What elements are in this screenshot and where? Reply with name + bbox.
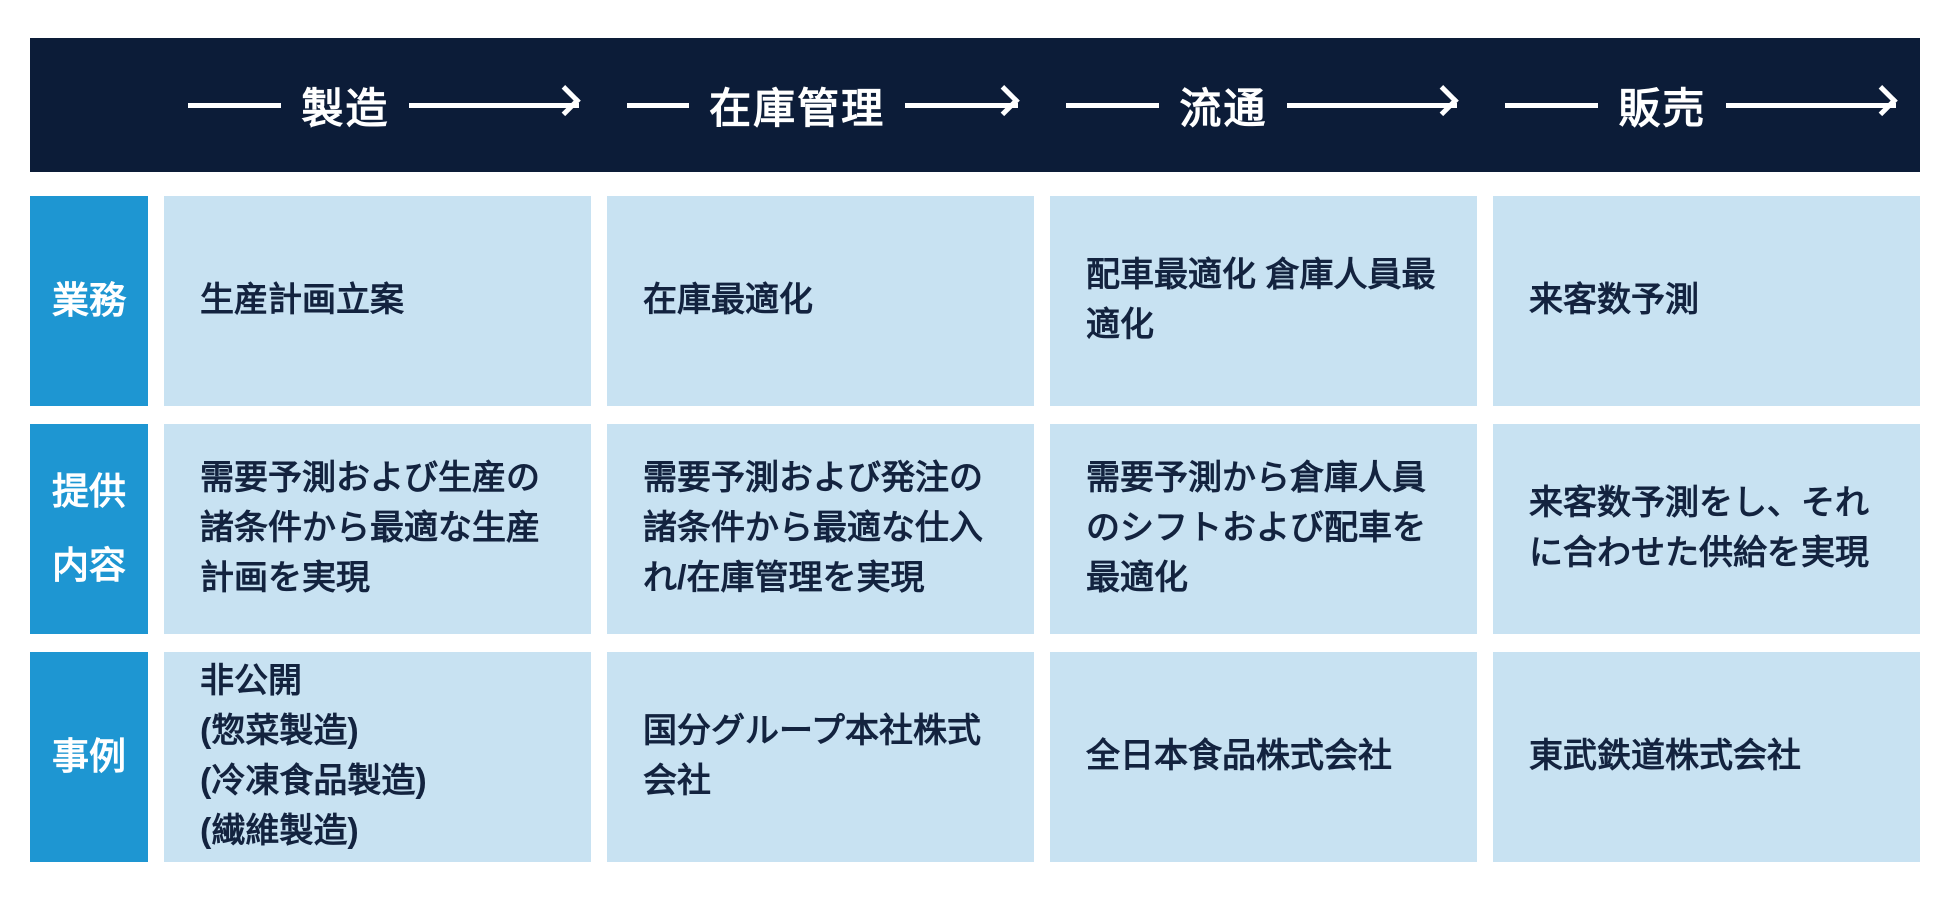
row-label-offering: 提供 内容 [30,424,148,634]
stage-label: 在庫管理 [709,84,886,132]
right-arrow-icon [1726,102,1896,108]
cell-operations-distribution: 配車最適化 倉庫人員最適化 [1050,196,1477,406]
right-arrow-icon [1287,102,1457,108]
stage-label: 販売 [1618,84,1707,132]
cell-cases-distribution: 全日本食品株式会社 [1050,652,1477,862]
cell-offering-manufacturing: 需要予測および生産の諸条件から最適な生産計画を実現 [164,424,591,634]
cell-offering-inventory: 需要予測および発注の諸条件から最適な仕入れ/在庫管理を実現 [607,424,1034,634]
process-flow-header: 製造 在庫管理 流通 販売 [30,38,1920,172]
cell-cases-inventory: 国分グループ本社株式会社 [607,652,1034,862]
stage-label: 流通 [1179,84,1268,132]
right-arrow-icon [905,102,1018,108]
stage-distribution: 流通 [1042,75,1481,136]
matrix-grid: 業務 生産計画立案 在庫最適化 配車最適化 倉庫人員最適化 来客数予測 提供 内… [30,196,1920,862]
cell-offering-distribution: 需要予測から倉庫人員のシフトおよび配車を最適化 [1050,424,1477,634]
flow-line [1505,102,1599,108]
cell-cases-sales: 東武鉄道株式会社 [1493,652,1920,862]
right-arrow-icon [409,102,579,108]
cell-cases-manufacturing: 非公開 (惣菜製造) (冷凍食品製造) (繊維製造) [164,652,591,862]
cell-offering-sales: 来客数予測をし、それに合わせた供給を実現 [1493,424,1920,634]
cell-operations-sales: 来客数予測 [1493,196,1920,406]
stage-inventory-management: 在庫管理 [603,75,1042,136]
row-label-cases: 事例 [30,652,148,862]
content-area: 製造 在庫管理 流通 販売 業務 生産計画立案 [30,38,1920,862]
stage-manufacturing: 製造 [164,75,603,136]
flow-line [1066,102,1160,108]
cell-operations-inventory: 在庫最適化 [607,196,1034,406]
flow-line [188,102,282,108]
flow-line [627,102,690,108]
row-label-operations: 業務 [30,196,148,406]
cell-operations-manufacturing: 生産計画立案 [164,196,591,406]
stage-sales: 販売 [1481,75,1920,136]
stage-label: 製造 [301,84,390,132]
